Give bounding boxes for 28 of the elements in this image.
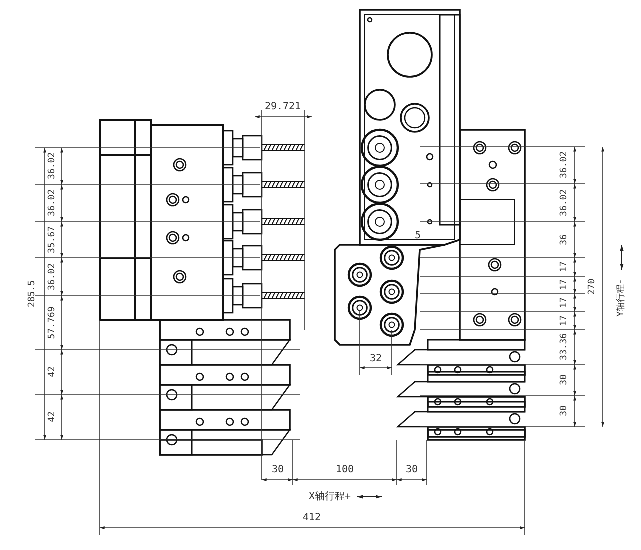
dimension-label: 270 bbox=[588, 278, 598, 296]
dimension-label: 285.5 bbox=[28, 280, 38, 308]
dimension-label: 30 bbox=[560, 406, 570, 416]
dimension-label: 35.67 bbox=[48, 226, 58, 254]
dimension-label: 36.02 bbox=[560, 189, 570, 217]
dimension-label: 30 bbox=[560, 374, 570, 386]
dimension-label: 32 bbox=[370, 354, 382, 364]
dimension-label: 42 bbox=[48, 412, 58, 422]
dimension-label: 36.02 bbox=[48, 189, 58, 217]
dimension-label: 17 bbox=[560, 262, 570, 272]
dimension-label: 36.02 bbox=[560, 151, 570, 179]
dimension-label: 17 bbox=[560, 316, 570, 326]
dimension-label: 42 bbox=[48, 366, 58, 378]
dimension-label: 412 bbox=[302, 512, 322, 524]
dimension-label: 17 bbox=[560, 280, 570, 290]
dimension-label: 36 bbox=[560, 234, 570, 246]
dimension-label: 57.769 bbox=[48, 306, 58, 340]
axis-label: Y轴行程- bbox=[616, 279, 628, 317]
dimension-label: 36.02 bbox=[48, 152, 58, 180]
dimension-label: 17 bbox=[560, 298, 570, 308]
dimension-label: 33.36 bbox=[560, 333, 570, 361]
dimension-label: 5 bbox=[414, 230, 422, 242]
dimension-label: 30 bbox=[272, 464, 284, 476]
dimension-label: 36.02 bbox=[48, 263, 58, 291]
dimension-label: 30 bbox=[406, 464, 418, 476]
dimension-label: 29.721 bbox=[264, 102, 302, 112]
axis-label: X轴行程+ bbox=[308, 492, 352, 502]
dimension-label: 100 bbox=[336, 464, 354, 476]
